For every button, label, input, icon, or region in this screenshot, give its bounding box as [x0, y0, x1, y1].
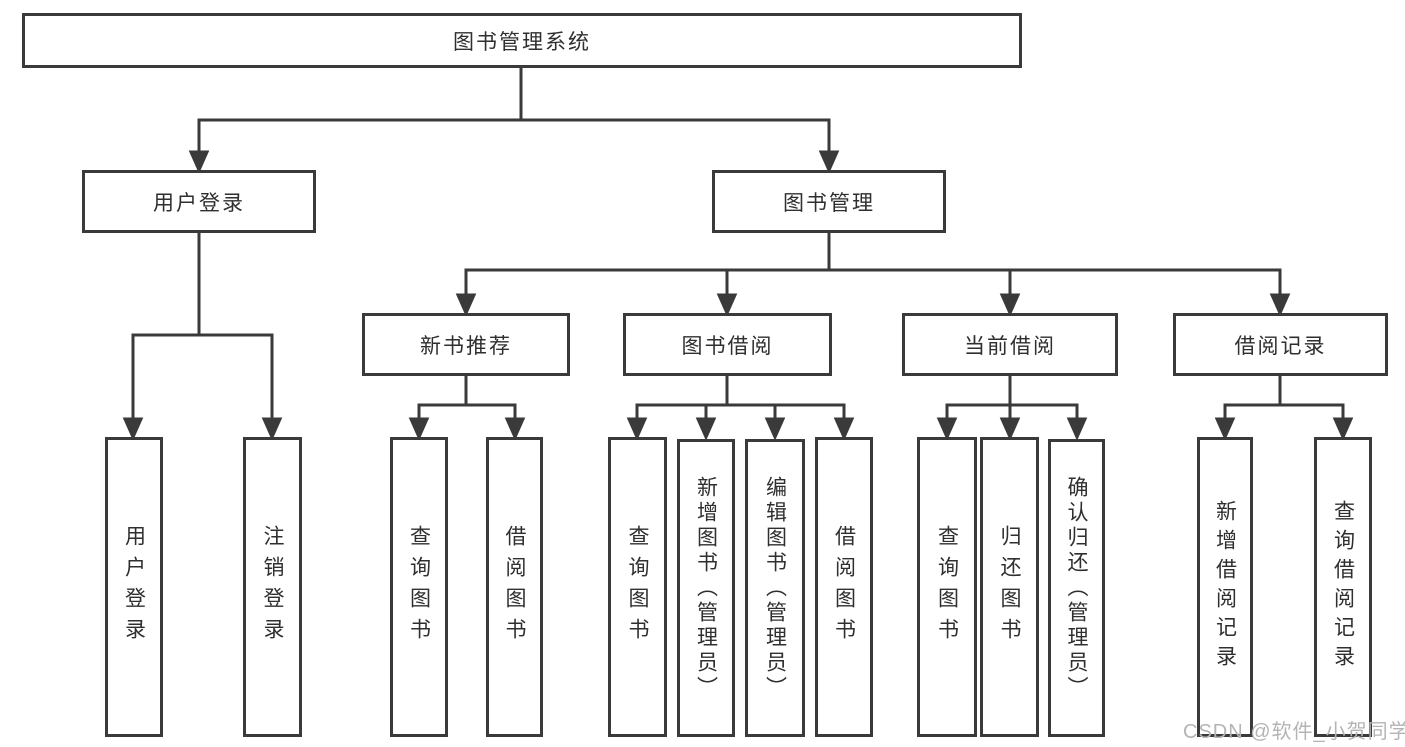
connector-borrowing-records-branch	[1214, 376, 1354, 441]
watermark: CSDN @软件_小贺同学	[1183, 721, 1405, 743]
connector-root-to-level2	[188, 68, 840, 174]
node-current-borrowing: 当前借阅	[902, 313, 1118, 376]
leaf-user-login: 用户登录	[105, 437, 163, 737]
leaf-cb-return-books: 归还图书	[980, 437, 1039, 737]
connector-new-book-branch	[408, 376, 526, 441]
node-user-login: 用户登录	[82, 170, 316, 233]
leaf-bb-borrow-books: 借阅图书	[815, 437, 873, 737]
node-borrowing-records: 借阅记录	[1173, 313, 1388, 376]
leaf-br-query-record: 查询借阅记录	[1314, 437, 1372, 737]
node-book-borrowing: 图书借阅	[623, 313, 832, 376]
leaf-nb-query-books: 查询图书	[390, 437, 448, 737]
leaf-cb-query-books: 查询图书	[917, 437, 977, 737]
connector-book-borrowing-branch	[626, 376, 855, 441]
leaf-logout: 注销登录	[243, 437, 302, 737]
node-system-root: 图书管理系统	[22, 13, 1022, 68]
node-new-book-recommend: 新书推荐	[362, 313, 570, 376]
connector-user-login-branch	[122, 233, 283, 441]
leaf-bb-add-books: 新增图书（管理员）	[677, 439, 735, 737]
node-book-management: 图书管理	[712, 170, 946, 233]
leaf-nb-borrow-books: 借阅图书	[486, 437, 543, 737]
leaf-cb-confirm-return: 确认归还（管理员）	[1048, 439, 1105, 737]
connector-book-management-branch	[455, 233, 1291, 317]
leaf-bb-query-books: 查询图书	[608, 437, 667, 737]
connector-current-borrowing-branch	[936, 376, 1088, 441]
leaf-bb-edit-books: 编辑图书（管理员）	[745, 439, 805, 737]
leaf-br-add-record: 新增借阅记录	[1197, 437, 1253, 737]
